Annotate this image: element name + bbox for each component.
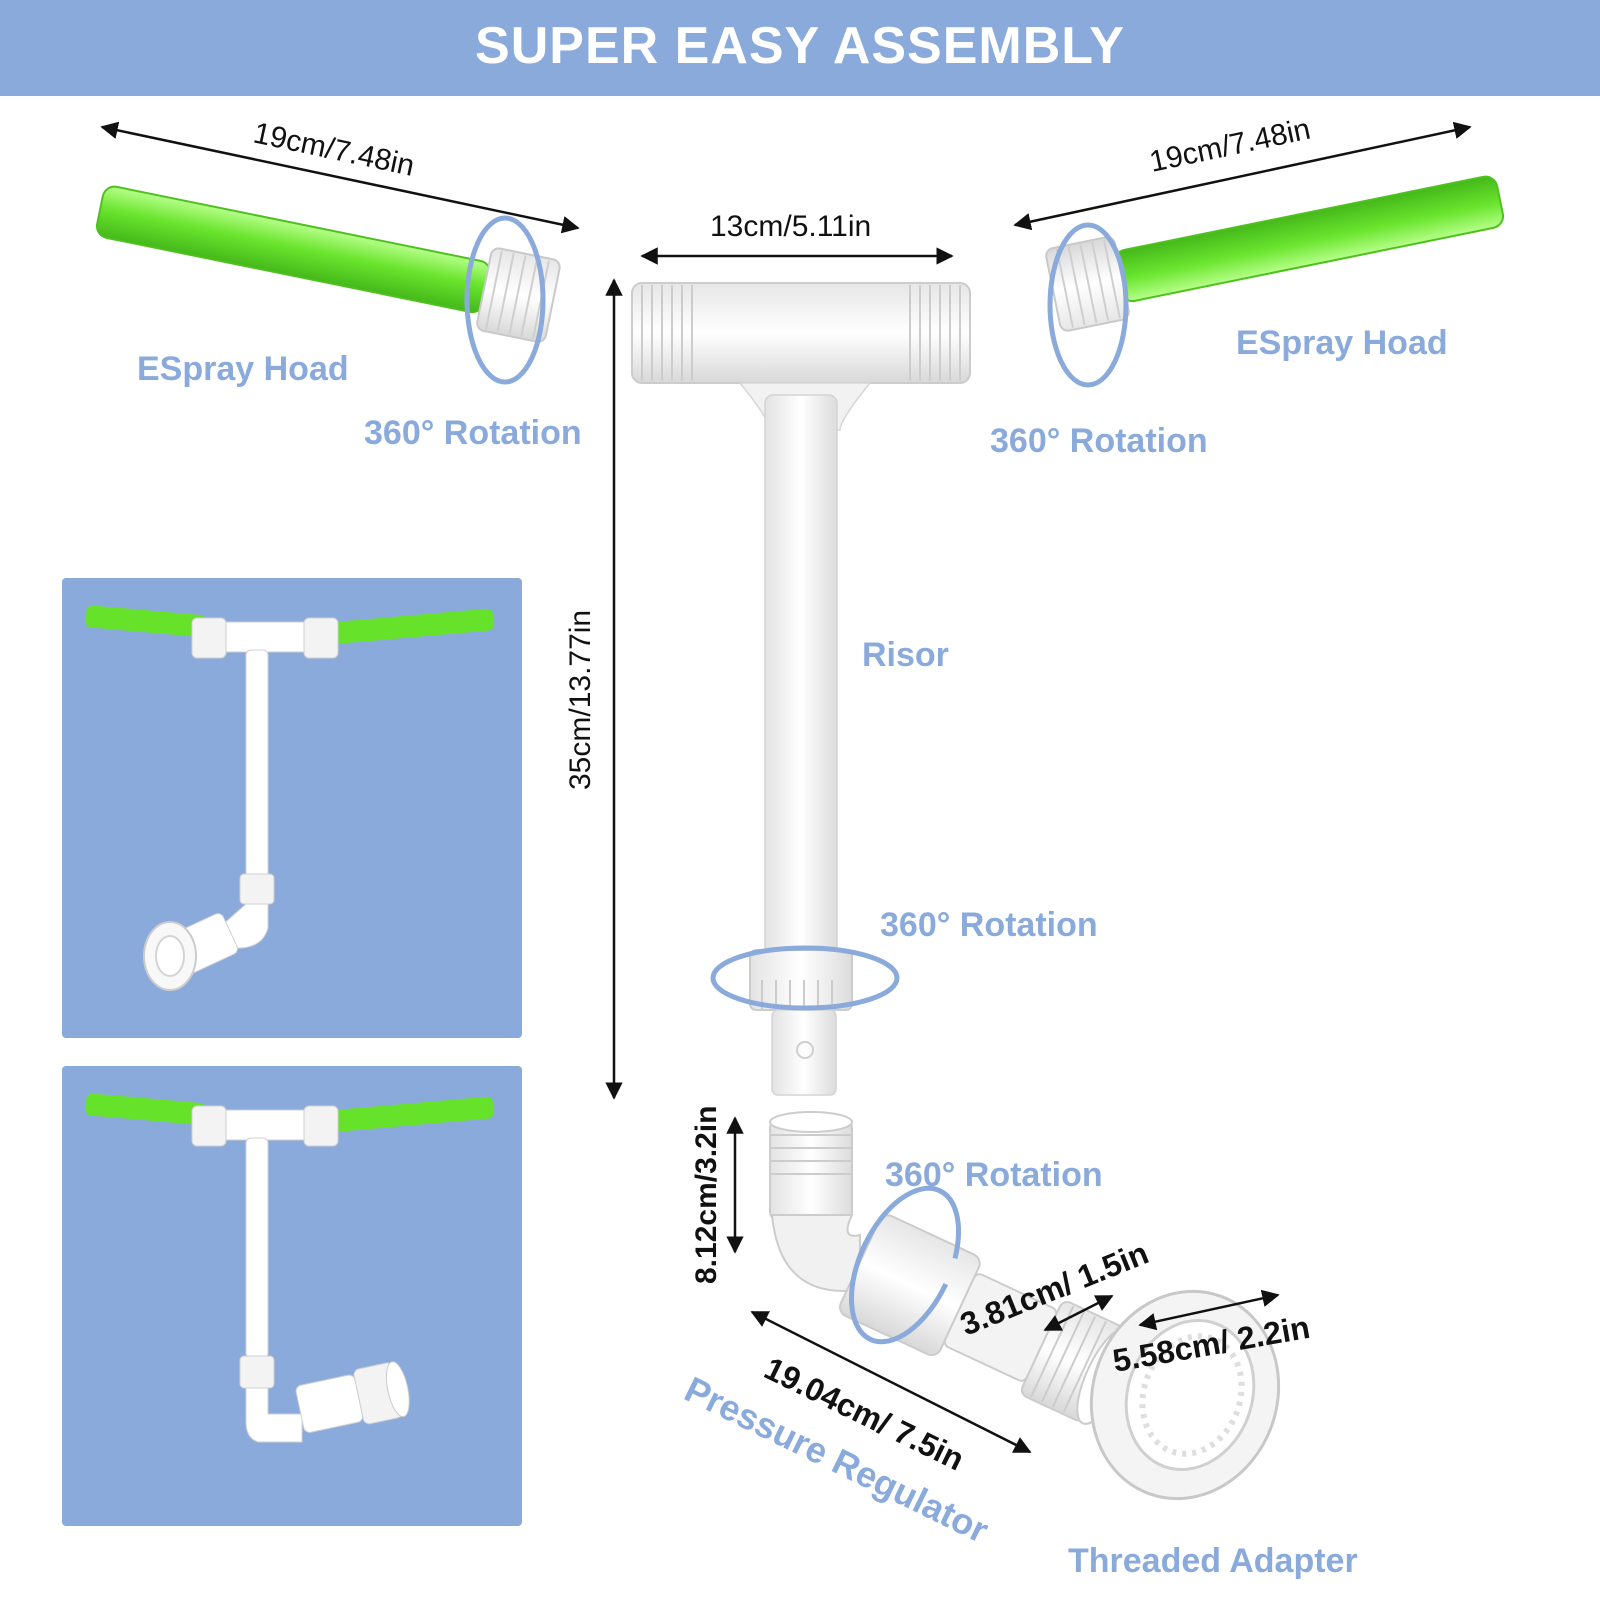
dim-riser: 35cm/13.77in [564, 610, 597, 790]
dim-arrow-regulator [750, 1310, 1032, 1454]
label-riser: Risor [862, 636, 949, 674]
assembled-view-panel-1 [62, 578, 522, 1038]
header-banner [0, 0, 1600, 96]
label-spray-head-right: ESpray Hoad [1236, 324, 1448, 362]
dim-arrow-adapter [1138, 1289, 1280, 1331]
dim-spray-right: 19cm/7.48in [1147, 113, 1314, 179]
label-rotation-left: 360° Rotation [364, 414, 582, 452]
dimension-arrows [100, 121, 1472, 1454]
threaded-adapter [1089, 1289, 1281, 1501]
dim-tee: 13cm/5.11in [710, 210, 871, 243]
label-rotation-elbow: 360° Rotation [885, 1156, 1103, 1194]
assembled-sprinkler-side [85, 1093, 494, 1443]
label-threaded-adapter: Threaded Adapter [1068, 1542, 1358, 1580]
label-spray-head-left: ESpray Hoad [137, 350, 349, 388]
dim-elbow: 8.12cm/3.2in [690, 1106, 723, 1284]
dim-spray-left: 19cm/7.48in [251, 117, 418, 183]
page-title: SUPER EASY ASSEMBLY [475, 17, 1125, 75]
label-rotation-riser: 360° Rotation [880, 906, 1098, 944]
label-rotation-right: 360° Rotation [990, 422, 1208, 460]
assembled-sprinkler-angled [85, 605, 494, 991]
dim-arrow-spray-right [1013, 121, 1472, 231]
dim-arrow-regulator-dia [1043, 1294, 1114, 1332]
rotation-arrow-riser [710, 945, 900, 1011]
dim-arrow-spray-left [100, 121, 580, 234]
assembled-view-panel-2 [62, 1066, 522, 1526]
riser-pipe [710, 394, 900, 1096]
